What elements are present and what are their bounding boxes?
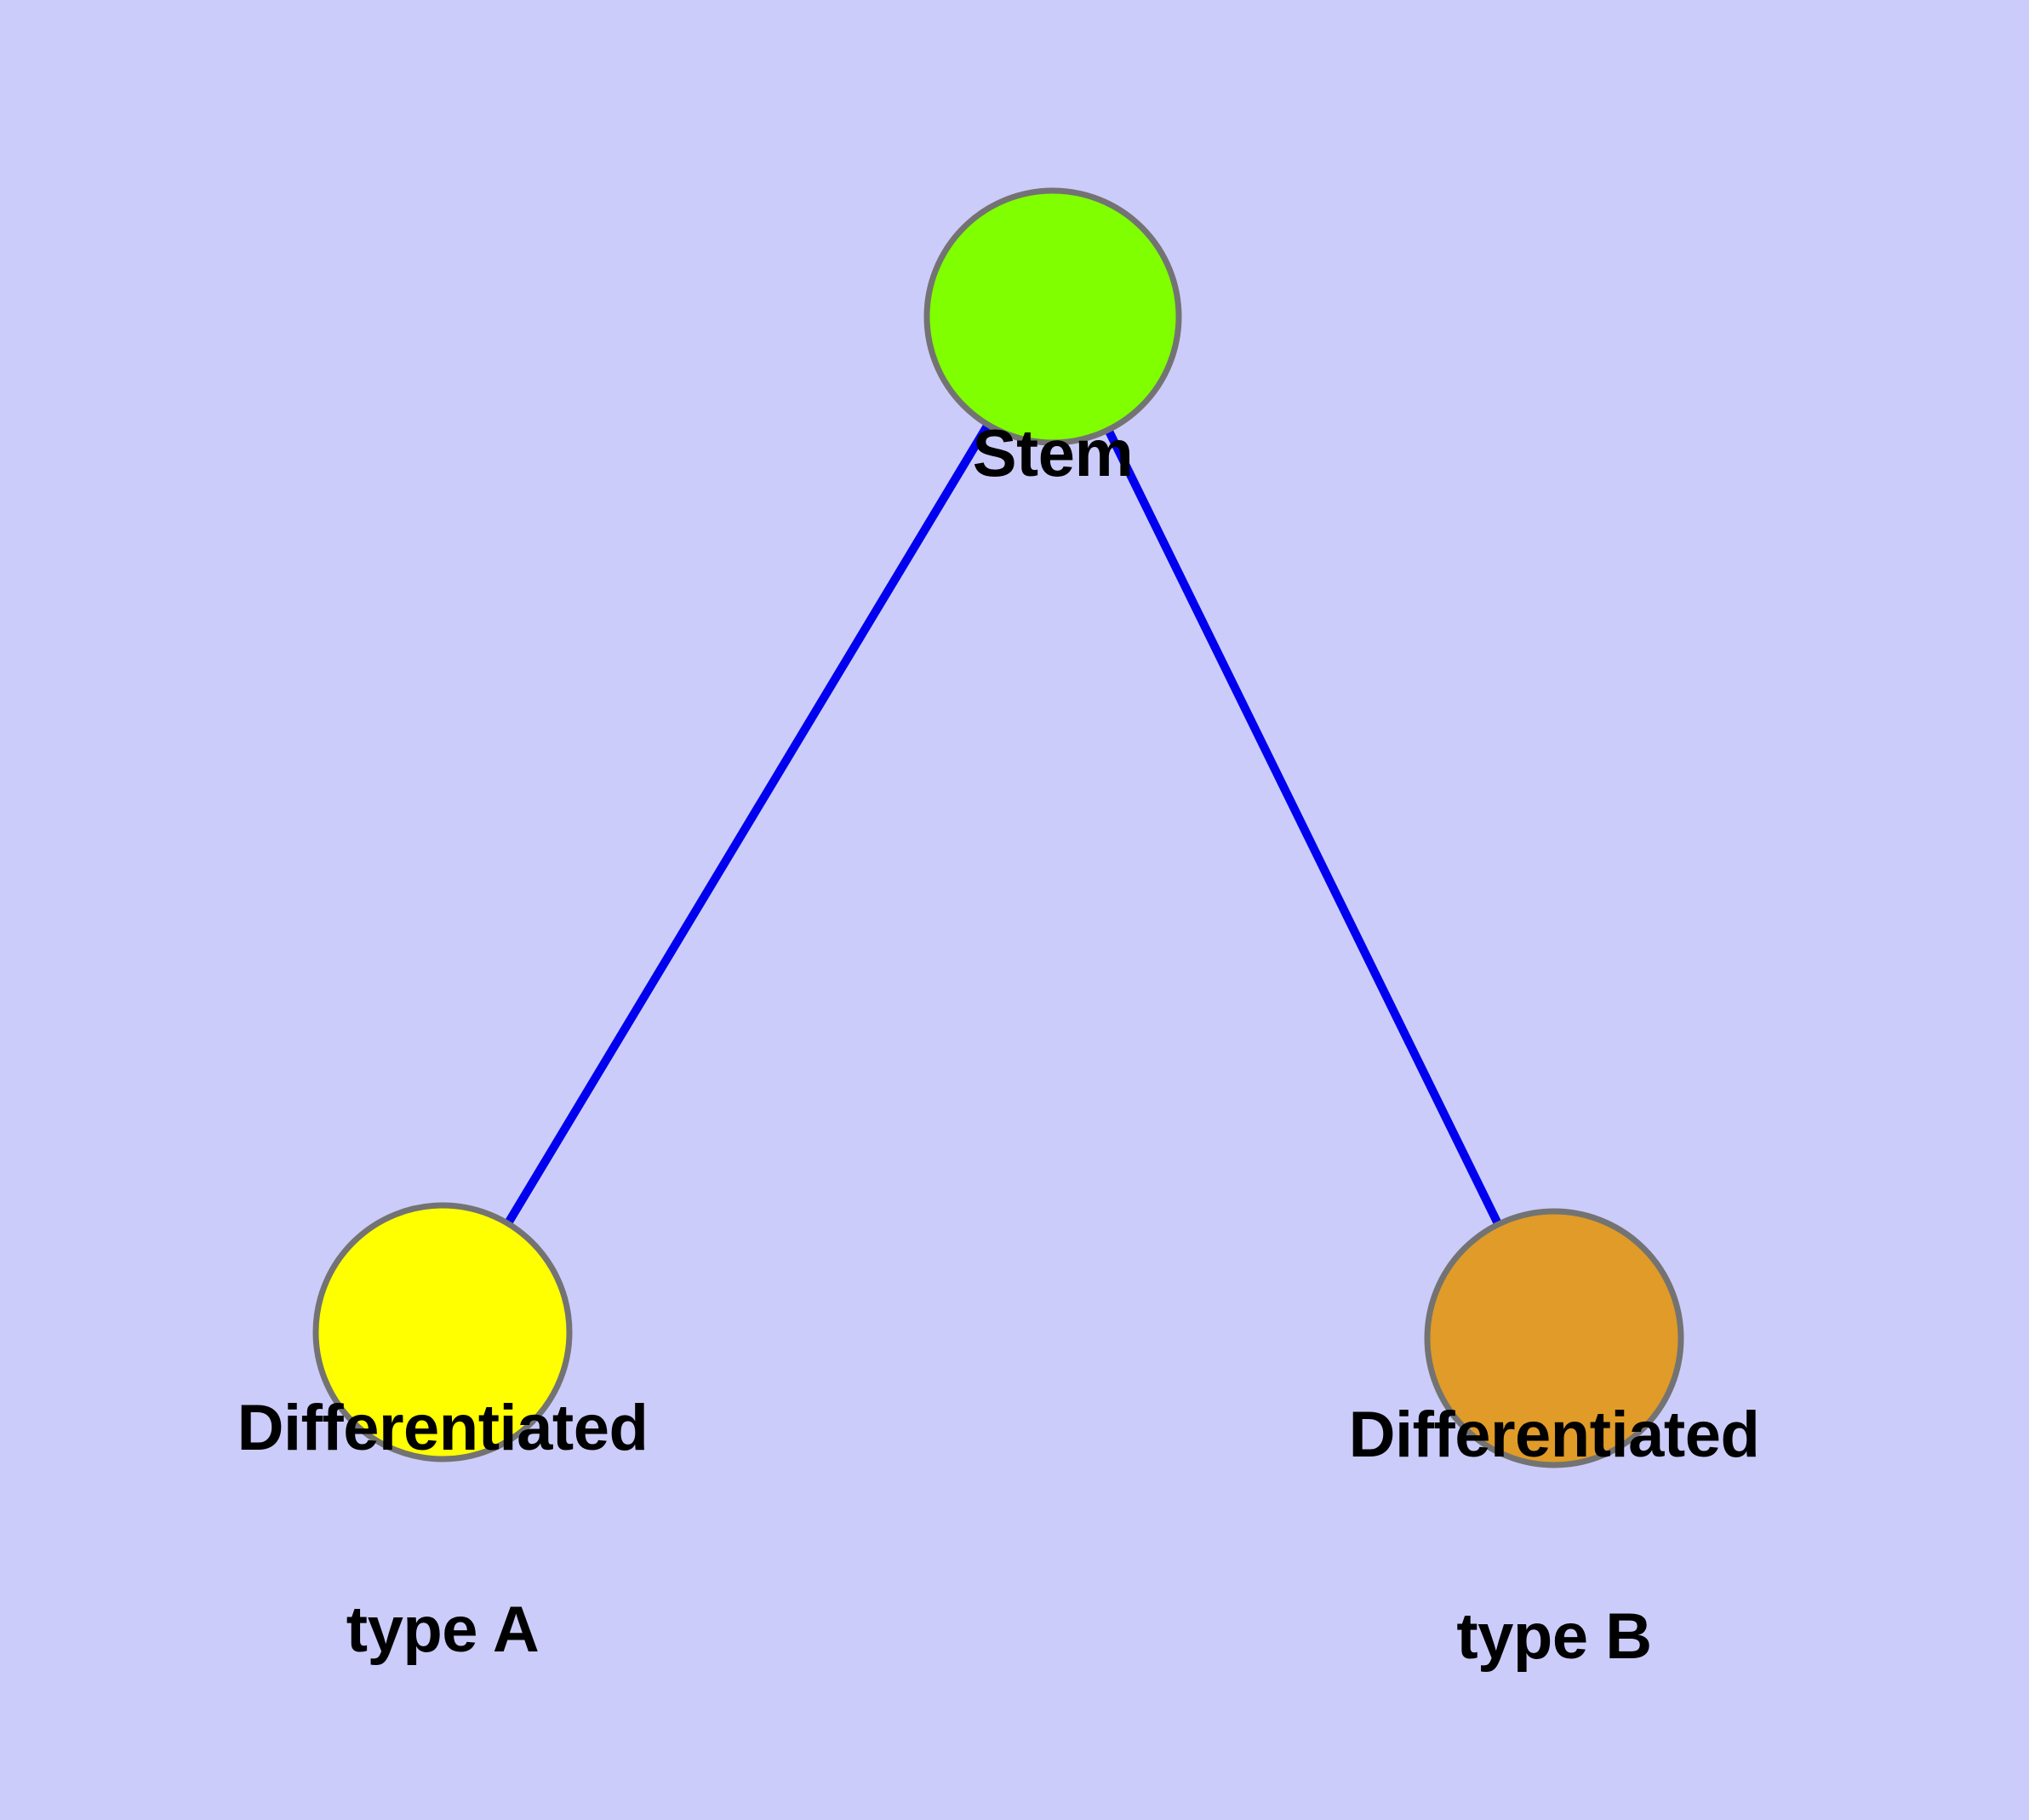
edge-layer bbox=[503, 420, 1503, 1228]
node-differentiated-type-a[interactable] bbox=[312, 1202, 573, 1462]
edge-stem-to-differentiated-type-a bbox=[503, 420, 993, 1228]
node-layer bbox=[312, 187, 1684, 1468]
node-differentiated-type-b[interactable] bbox=[1424, 1208, 1684, 1468]
node-stem[interactable] bbox=[923, 187, 1182, 446]
edge-stem-to-differentiated-type-b bbox=[1103, 425, 1503, 1228]
